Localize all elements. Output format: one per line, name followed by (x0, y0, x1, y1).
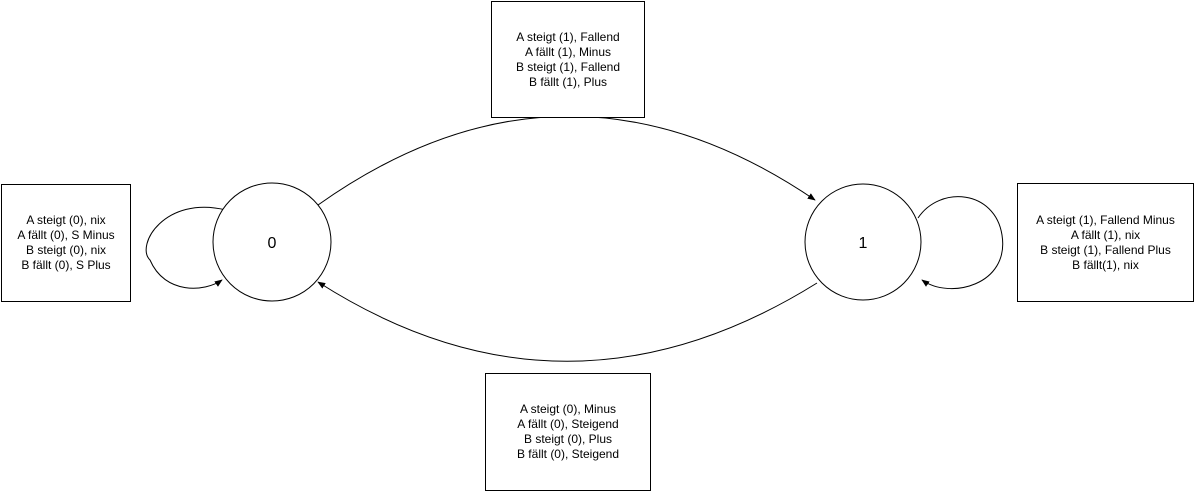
self-loop-arrow-1 (917, 196, 1004, 290)
transition-label-1-self: A steigt (1), Fallend Minus A fällt (1),… (1017, 183, 1194, 302)
state-1-circle (804, 183, 922, 301)
transition-label-line: B steigt (1), Fallend (515, 59, 621, 74)
transition-label-line: B steigt (0), Plus (523, 432, 613, 446)
transition-label-line: A fällt (1), nix (1070, 227, 1141, 242)
transition-label-line: B fällt (1), Plus (528, 74, 608, 89)
transition-arrow-0-to-1 (317, 115, 816, 206)
transition-label-line: A fällt (1), Minus (524, 44, 612, 59)
transition-arrow-1-to-0 (317, 281, 818, 362)
state-1: 1 (804, 183, 922, 301)
transition-label-line: B fällt (0), S Plus (21, 258, 111, 272)
transition-label-line: B fällt (0), Steigend (516, 447, 620, 461)
transition-label-line: A fällt (0), S Minus (17, 228, 115, 242)
state-0-label: 0 (268, 235, 277, 252)
self-loop-arrow-0 (145, 206, 227, 289)
transition-label-1-to-0: A steigt (0), Minus A fällt (0), Steigen… (485, 373, 651, 491)
transition-label-line: A fällt (0), Steigend (517, 417, 619, 431)
transition-label-0-to-1: A steigt (1), Fallend A fällt (1), Minus… (491, 1, 645, 118)
transition-label-line: A steigt (1), Fallend Minus (1036, 212, 1175, 227)
transition-label-line: B steigt (1), Fallend Plus (1040, 242, 1171, 257)
state-1-label: 1 (859, 235, 868, 252)
transition-label-line: A steigt (0), Minus (519, 402, 617, 416)
transition-label-line: B fällt(1), nix (1072, 257, 1139, 272)
state-0: 0 (212, 182, 332, 302)
transition-label-line: A steigt (0), nix (26, 213, 106, 227)
state-0-circle (212, 182, 332, 302)
transition-label-line: A steigt (1), Fallend (516, 29, 620, 44)
transition-label-0-self: A steigt (0), nix A fällt (0), S Minus B… (1, 184, 131, 302)
transition-label-line: B steigt (0), nix (25, 243, 107, 257)
